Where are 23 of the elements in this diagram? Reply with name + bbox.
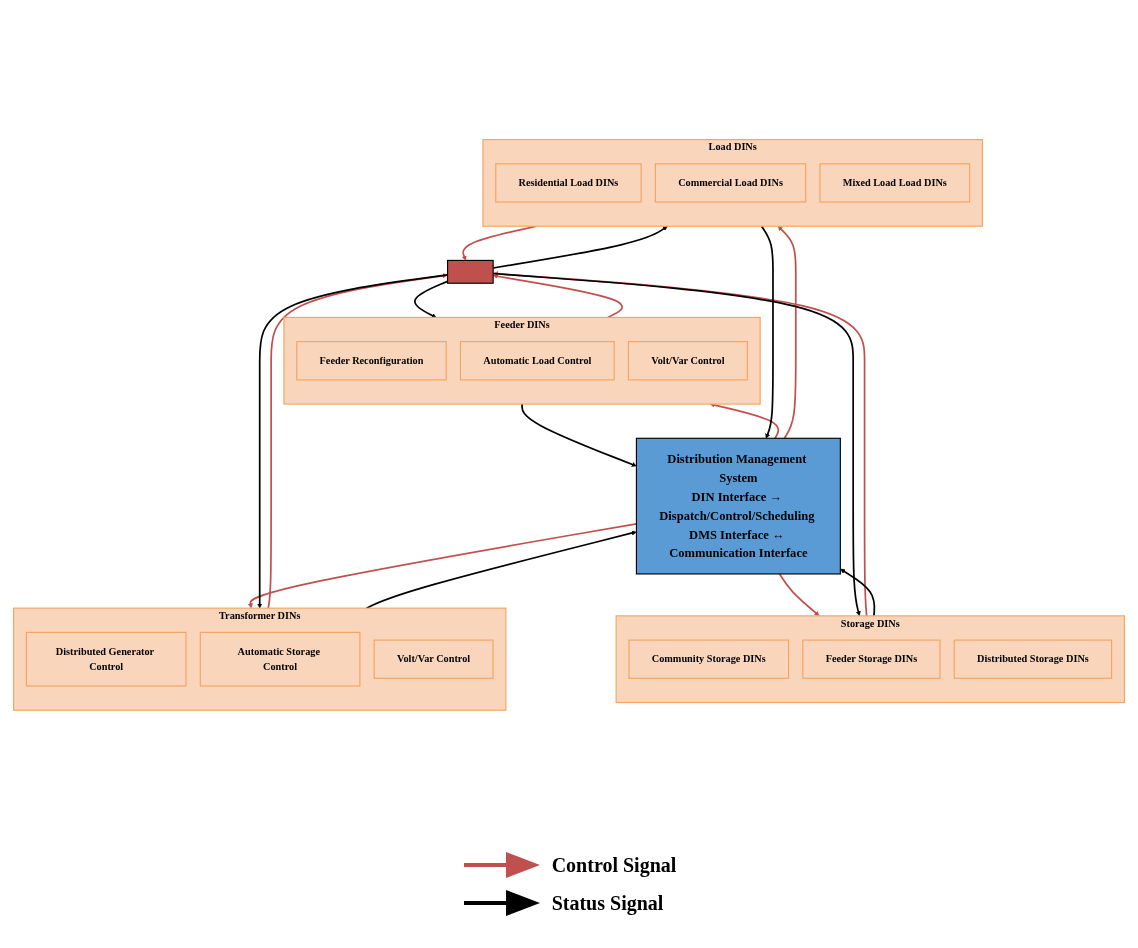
legend-label: Control Signal (551, 853, 677, 877)
arrow (365, 530, 637, 610)
node-bar (447, 259, 494, 284)
node-box: Distributed Storage DINs (953, 639, 1113, 679)
node-box: Feeder Storage DINs (802, 639, 941, 679)
node-box: Feeder Reconfiguration (296, 341, 447, 381)
legend-label: Status Signal (551, 891, 664, 915)
arrow (521, 403, 637, 467)
arrow (413, 280, 449, 318)
node-box: Commercial Load DINs (654, 163, 807, 203)
arrow (778, 573, 820, 617)
node-box: Automatic Load Control (459, 341, 615, 381)
node-box: Residential Load DINs (495, 163, 642, 203)
node-box: Distribution Management System DIN Interface → Dispatch/Control/Scheduling DMS Interface ↔ Communication Interface (635, 437, 841, 575)
node-box: Automatic Storage Control (199, 631, 361, 687)
arrow (760, 225, 774, 439)
arrow (777, 226, 797, 440)
node-box: Distributed Generator Control (25, 631, 187, 687)
node-box: Volt/Var Control (627, 341, 748, 381)
arrow (840, 568, 876, 617)
node-box: Community Storage DINs (628, 639, 790, 679)
node-box: Mixed Load Load DINs (819, 163, 971, 203)
node-box: Volt/Var Control (373, 639, 494, 679)
